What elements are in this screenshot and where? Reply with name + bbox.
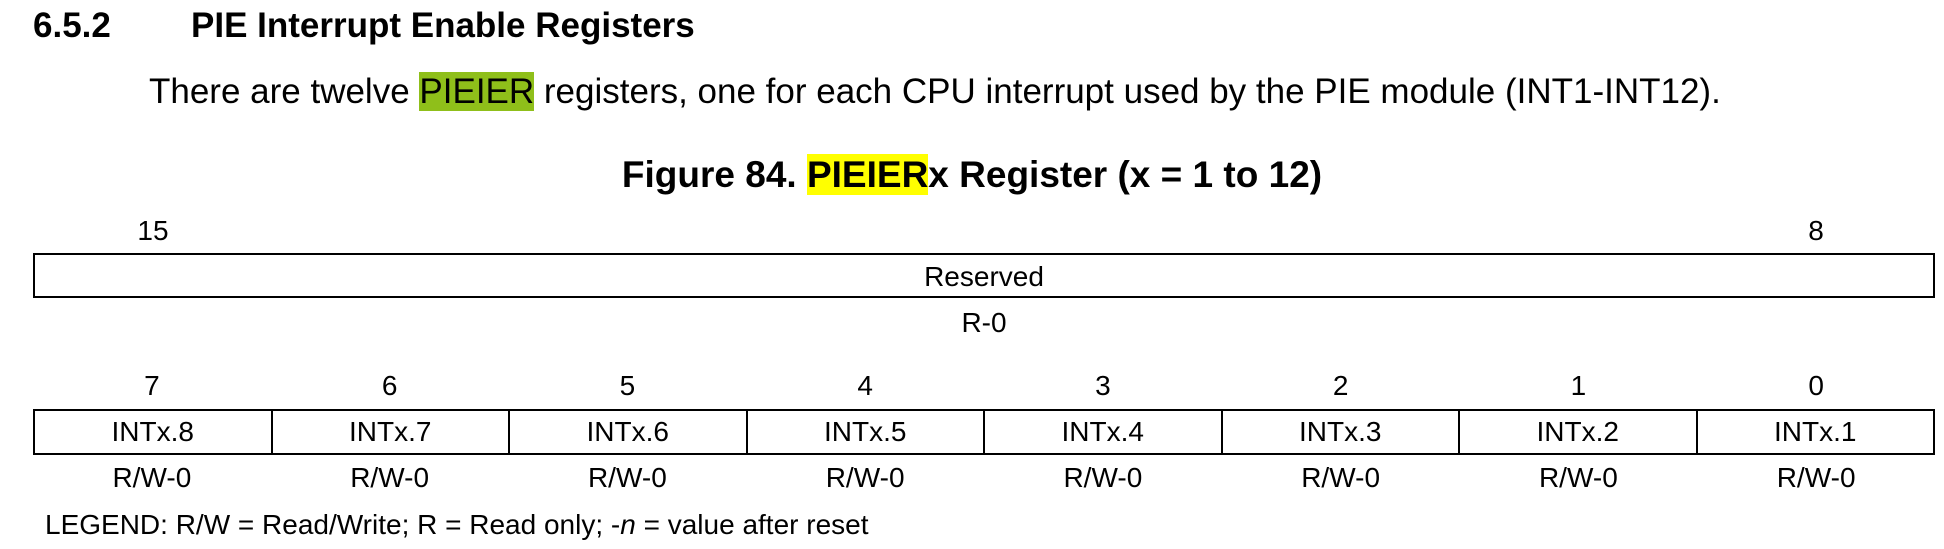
figure-prefix: Figure 84.	[621, 154, 807, 195]
bit-field-3: INTx.4	[985, 411, 1223, 453]
figure-caption: Figure 84. PIEIERx Register (x = 1 to 12…	[0, 154, 1944, 196]
intro-text-after: registers, one for each CPU interrupt us…	[534, 72, 1721, 111]
bit-access-2: R/W-0	[1301, 462, 1381, 493]
figure-suffix: x Register (x = 1 to 12)	[928, 154, 1323, 195]
bit-field-2: INTx.3	[1223, 411, 1460, 453]
section-heading: 6.5.2 PIE Interrupt Enable Registers	[33, 6, 695, 46]
bit-number-1: 1	[1570, 370, 1587, 401]
bit-field-4: INTx.5	[748, 411, 985, 453]
bit-number-8: 8	[1808, 215, 1824, 246]
intro-text-before: There are twelve	[149, 72, 420, 111]
bit-access-5: R/W-0	[587, 462, 667, 493]
bit-access-6: R/W-0	[350, 462, 430, 493]
legend-text-after: = value after reset	[635, 509, 869, 540]
bit-number-0: 0	[1808, 370, 1824, 401]
bit-access-7: R/W-0	[112, 462, 192, 493]
bit-field-0: INTx.1	[1774, 416, 1857, 447]
figure-highlight: PIEIER	[806, 154, 929, 195]
bit-number-4: 4	[857, 370, 873, 401]
legend-italic: n	[620, 509, 636, 540]
bit-number-15: 15	[137, 215, 169, 246]
intro-highlight: PIEIER	[419, 72, 535, 111]
bit-access-1: R/W-0	[1538, 462, 1618, 493]
bit-field-5: INTx.6	[510, 411, 748, 453]
legend-text-before: LEGEND: R/W = Read/Write; R = Read only;…	[45, 509, 621, 540]
bit-field-1: INTx.2	[1460, 411, 1698, 453]
legend: LEGEND: R/W = Read/Write; R = Read only;…	[45, 509, 869, 541]
bit-access-4: R/W-0	[825, 462, 905, 493]
bit-access-3: R/W-0	[1063, 462, 1143, 493]
bit-number-2: 2	[1332, 370, 1349, 401]
reserved-field: Reserved	[33, 253, 1935, 298]
section-title: PIE Interrupt Enable Registers	[191, 6, 695, 45]
reserved-access: R-0	[961, 307, 1007, 338]
bit-number-5: 5	[619, 370, 636, 401]
bit-number-6: 6	[381, 370, 398, 401]
bit-field-7: INTx.8	[35, 411, 273, 453]
bit-number-7: 7	[144, 370, 160, 401]
bit-access-0: R/W-0	[1776, 462, 1856, 493]
bit-field-6: INTx.7	[273, 411, 510, 453]
intro-paragraph: There are twelve PIEIER registers, one f…	[149, 72, 1721, 112]
bit-number-3: 3	[1095, 370, 1111, 401]
section-number: 6.5.2	[33, 6, 111, 45]
reserved-label: Reserved	[924, 261, 1044, 292]
